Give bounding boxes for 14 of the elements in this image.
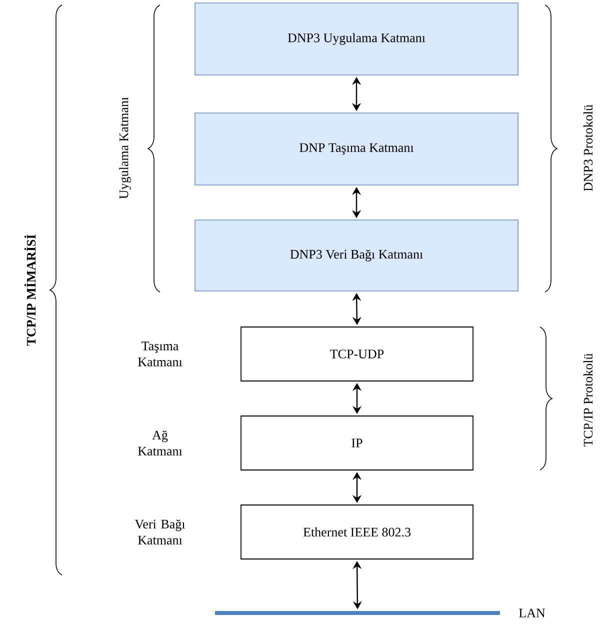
layer-label: Taşıma Katmanı <box>138 342 182 366</box>
layer-box: Ethernet IEEE 802.3 <box>240 504 474 560</box>
brace-label: DNP3 Protokolü <box>583 104 593 192</box>
layer-box: TCP-UDP <box>240 326 474 382</box>
layer-label: Veri Bağı Katmanı <box>134 520 186 544</box>
layer-box: DNP3 Veri Bağı Katmanı <box>194 220 518 292</box>
layer-label: Ağ Katmanı <box>138 430 182 456</box>
line-label: LAN <box>519 608 546 618</box>
section-title: TCP/IP MİMARİSİ <box>24 234 36 346</box>
layer-box: IP <box>240 416 474 470</box>
layer-box: DNP3 Uygulama Katmanı <box>194 2 518 76</box>
brace-label: TCP/IP Protokolü <box>583 353 593 447</box>
brace-label: Uygulama Katmanı <box>119 97 131 199</box>
layer-box: DNP Taşıma Katmanı <box>194 112 518 186</box>
